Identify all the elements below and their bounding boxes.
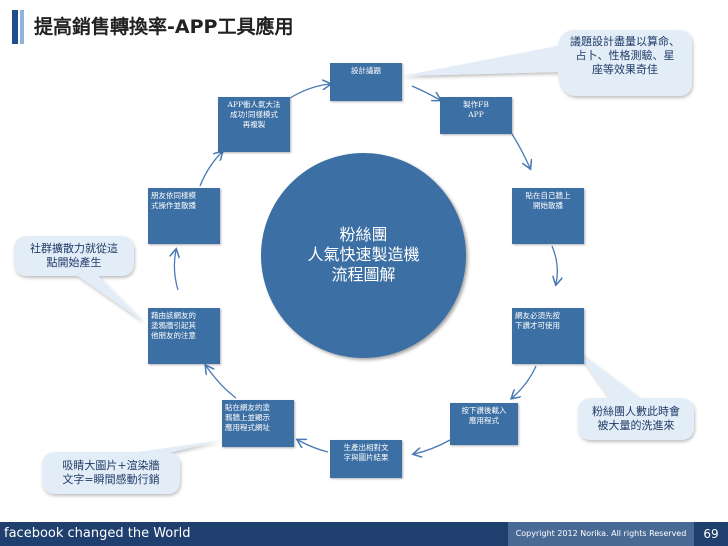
flow-arrow xyxy=(289,84,330,99)
callout-fans-tip: 粉絲團人數此時會 被大量的洗進來 xyxy=(592,405,680,432)
callout-bubble xyxy=(14,236,144,322)
node-load-app: 按下讚後載入 應用程式 xyxy=(450,403,518,445)
node-make-fb-app: 製作FB APP xyxy=(440,97,512,134)
callout-bubble xyxy=(402,30,692,96)
flow-arrow xyxy=(551,245,557,284)
flow-arrow xyxy=(298,440,329,453)
footer-copyright: Copyright 2012 Norika. All rights Reserv… xyxy=(508,522,694,546)
flow-arrow xyxy=(512,365,537,398)
node-attract-friends: 藉由該網友的 塗鴉牆引起其 他朋友的注意 xyxy=(148,308,220,364)
node-post-own-wall: 貼在自己牆上 開始散播 xyxy=(512,188,584,244)
node-replicate: APP衝人氣大法 成功!同樣模式 再複製 xyxy=(218,97,290,152)
node-design-topic: 設計議題 xyxy=(330,63,402,101)
hub-title: 粉絲團 xyxy=(339,225,388,244)
callout-topic-tip: 議題設計盡量以算命、 占卜、性格測驗、星 座等效果奇佳 xyxy=(570,35,680,76)
flow-arrow xyxy=(174,250,178,291)
page-number: 69 xyxy=(703,527,719,541)
callout-bubble xyxy=(42,440,222,494)
flow-arrow xyxy=(206,366,237,399)
footer-bar: facebook changed the World Copyright 201… xyxy=(0,522,728,546)
flow-arrow xyxy=(199,152,222,187)
callout-visual-tip: 吸睛大圖片+渲染牆 文字=瞬間感動行銷 xyxy=(62,459,160,486)
node-post-friend-wall: 貼在網友的塗 鴉牆上並顯示 應用程式網址 xyxy=(222,400,294,447)
flow-arrow xyxy=(411,85,440,100)
footer-tagline: facebook changed the World xyxy=(4,526,191,541)
title-accent-bar-light xyxy=(20,10,24,44)
node-generate-result: 生產出相對文 字與圖片結果 xyxy=(330,440,402,478)
title-accent-bar xyxy=(12,10,18,44)
hub-circle: 粉絲團 人氣快速製造機 流程圖解 xyxy=(261,153,466,358)
node-friends-spread: 朋友依同樣模 式操作並散播 xyxy=(148,188,220,244)
slide-title: 提高銷售轉換率-APP工具應用 xyxy=(34,16,294,38)
callout-spread-tip: 社群擴散力就從這 點開始產生 xyxy=(30,242,118,269)
flow-arrow xyxy=(414,439,451,454)
hub-subtitle: 人氣快速製造機 xyxy=(307,245,420,264)
flow-arrow xyxy=(511,133,530,168)
callout-bubble xyxy=(574,348,694,440)
hub-caption: 流程圖解 xyxy=(331,265,396,284)
node-must-like: 網友必須先按 下讚才可使用 xyxy=(512,308,584,364)
